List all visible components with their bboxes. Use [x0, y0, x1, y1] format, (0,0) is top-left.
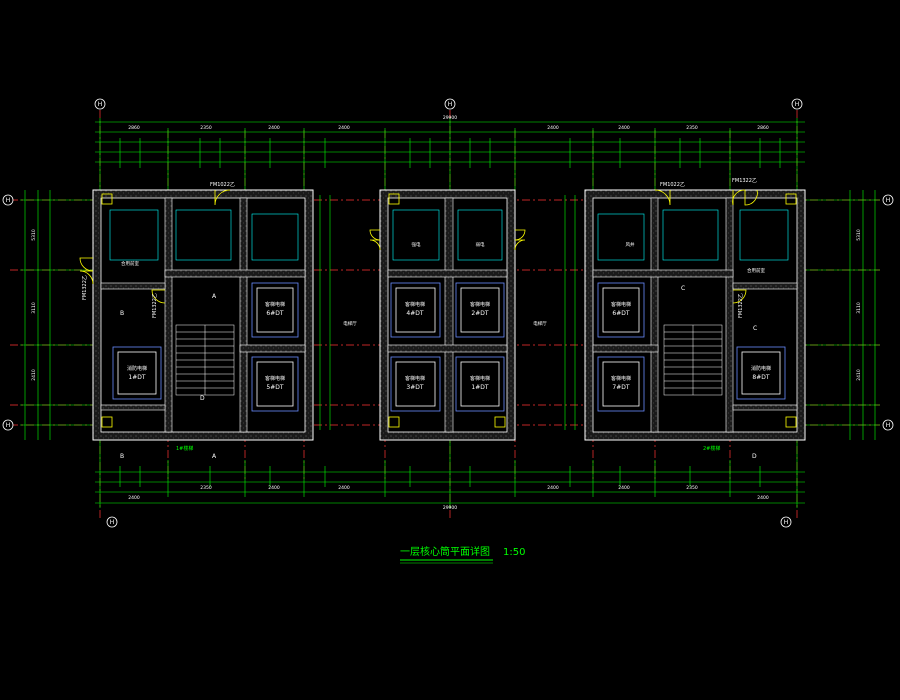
axis-label-left-2: H — [6, 422, 11, 429]
elevator-8-id: 6#DT — [612, 310, 629, 317]
bottom-dim-8: 2400 — [757, 495, 769, 501]
top-dim-5: 2400 — [547, 125, 559, 131]
room-label-2: 强电 — [412, 241, 421, 248]
elevator-3-name: 客梯电梯 — [265, 375, 285, 382]
elevator-8-name: 客梯电梯 — [611, 301, 631, 308]
axis-label-bottom-right: H — [784, 519, 789, 526]
section-mark-4: D — [752, 453, 757, 460]
elevator-1-name: 消防电梯 — [127, 365, 147, 372]
elevator-3-id: 5#DT — [266, 384, 283, 391]
top-dim-labels: 29900 2860 2350 2400 2400 2400 2400 2350… — [128, 115, 769, 131]
stair-label-1: 1#楼梯 — [176, 445, 193, 452]
side-dim-5: 3110 — [856, 302, 862, 314]
drawing-scale: 1:50 — [503, 547, 525, 558]
bottom-dim-6: 2400 — [618, 485, 630, 491]
section-mark-5: B — [120, 310, 124, 317]
top-dim-1: 2860 — [128, 125, 140, 131]
bottom-dim-3: 2400 — [268, 485, 280, 491]
overall-bottom-dim: 29900 — [443, 505, 457, 511]
side-dim-4: 5310 — [856, 229, 862, 241]
elevator-5-id: 3#DT — [406, 384, 423, 391]
door-label-2: FM1322乙 — [81, 275, 88, 300]
top-dim-6: 2400 — [618, 125, 630, 131]
section-marks: B A C D B A C D — [120, 285, 757, 460]
bottom-dim-4: 2400 — [338, 485, 350, 491]
axis-label-right-1: H — [886, 197, 891, 204]
stair-2 — [663, 324, 723, 396]
room-labels: 合用前室 强电 弱电 电梯厅 电梯厅 风井 合用前室 — [121, 241, 765, 327]
stair-1 — [175, 324, 235, 396]
elevator-labels: 消防电梯 1#DT 客梯电梯 6#DT 客梯电梯 5#DT 客梯电梯 4#DT … — [127, 301, 771, 391]
room-label-7: 合用前室 — [747, 267, 765, 274]
section-mark-1: B — [120, 453, 124, 460]
drawing-title: 一层核心筒平面详图 — [400, 545, 490, 558]
axis-label-top-right: H — [795, 101, 800, 108]
door-label-3: FM1322乙 — [151, 293, 158, 318]
elevator-shafts — [112, 282, 299, 412]
door-label-5: FM1322乙 — [732, 177, 757, 184]
section-mark-6: A — [212, 293, 217, 300]
top-dimensions — [95, 118, 805, 190]
door-label-4: FM1022乙 — [660, 181, 685, 188]
room-label-4: 电梯厅 — [343, 320, 357, 327]
room-label-3: 弱电 — [476, 241, 485, 248]
side-dim-labels: 5310 3110 2410 5310 3110 2410 — [31, 229, 862, 381]
section-mark-8: D — [200, 395, 205, 402]
right-core — [584, 189, 806, 441]
bottom-dim-5: 2400 — [547, 485, 559, 491]
door-labels: FM1022乙 FM1322乙 FM1322乙 FM1022乙 FM1322乙 … — [81, 177, 757, 318]
section-mark-3: C — [681, 285, 685, 292]
side-dim-3: 2410 — [31, 369, 37, 381]
room-label-1: 合用前室 — [121, 260, 139, 267]
overall-top-dim: 29900 — [443, 115, 457, 121]
elevator-10-id: 8#DT — [752, 374, 769, 381]
bottom-dimensions — [95, 440, 805, 508]
top-dim-2: 2350 — [200, 125, 212, 131]
section-mark-2: A — [212, 453, 217, 460]
elevator-6-id: 2#DT — [471, 310, 488, 317]
axis-label-left-1: H — [6, 197, 11, 204]
top-dim-4: 2400 — [338, 125, 350, 131]
elevator-10-name: 消防电梯 — [751, 365, 771, 372]
elevator-2-name: 客梯电梯 — [265, 301, 285, 308]
elevator-9-name: 客梯电梯 — [611, 375, 631, 382]
axis-label-right-2: H — [886, 422, 891, 429]
side-dim-2: 3110 — [31, 302, 37, 314]
axis-label-bottom-left: H — [110, 519, 115, 526]
axis-label-top-center: H — [448, 101, 453, 108]
side-dim-6: 2410 — [856, 369, 862, 381]
left-core — [79, 189, 314, 441]
top-dim-7: 2350 — [686, 125, 698, 131]
section-mark-7: C — [753, 325, 757, 332]
elevator-6-name: 客梯电梯 — [470, 301, 490, 308]
top-dim-3: 2400 — [268, 125, 280, 131]
bottom-dim-1: 2400 — [128, 495, 140, 501]
side-dim-1: 5310 — [31, 229, 37, 241]
elevator-7-name: 客梯电梯 — [470, 375, 490, 382]
axis-bubble-labels: H H H H H H H H H — [6, 101, 891, 526]
door-label-1: FM1022乙 — [210, 181, 235, 188]
top-dim-8: 2860 — [757, 125, 769, 131]
bottom-dim-2: 2350 — [200, 485, 212, 491]
elevator-4-name: 客梯电梯 — [405, 301, 425, 308]
elevator-2-id: 6#DT — [266, 310, 283, 317]
elevator-9-id: 7#DT — [612, 384, 629, 391]
room-label-5: 电梯厅 — [533, 320, 547, 327]
elevator-1-id: 1#DT — [128, 374, 145, 381]
bottom-dim-7: 2350 — [686, 485, 698, 491]
side-dimensions — [20, 190, 880, 440]
elevator-4-id: 4#DT — [406, 310, 423, 317]
center-core — [369, 189, 526, 441]
stair-label-2: 2#楼梯 — [703, 445, 720, 452]
axis-bubbles — [2, 98, 894, 528]
stair-labels: 1#楼梯 2#楼梯 — [176, 445, 720, 452]
elevator-5-name: 客梯电梯 — [405, 375, 425, 382]
drawing-title-block: 一层核心筒平面详图 1:50 — [400, 545, 525, 564]
bottom-dim-labels: 29900 2400 2350 2400 2400 2400 2400 2350… — [128, 485, 769, 511]
elevator-7-id: 1#DT — [471, 384, 488, 391]
axis-label-top-left: H — [98, 101, 103, 108]
room-label-6: 风井 — [626, 241, 635, 248]
door-label-6: FM1322乙 — [737, 293, 744, 318]
